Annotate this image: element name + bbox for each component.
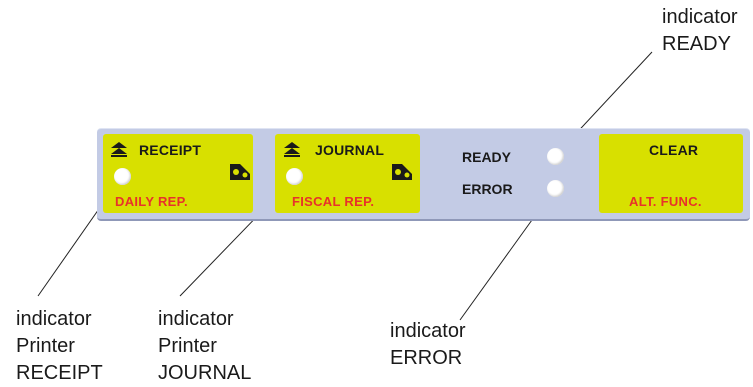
ready-indicator [547,148,564,165]
clear-label: CLEAR [649,142,699,158]
ready-callout-line2: READY [662,33,731,55]
double-up-arrow-icon [111,142,127,157]
receipt-callout-line1: indicator [16,308,92,330]
error-callout-line2: ERROR [390,347,463,369]
journal-callout-line1: indicator [158,308,234,330]
journal-label: JOURNAL [315,142,385,158]
paper-roll-icon [392,164,412,180]
journal-key[interactable]: JOURNAL FISCAL REP. [275,134,420,213]
error-callout-line1: indicator [390,320,466,342]
journal-printer-indicator [286,168,303,185]
ready-callout-line1: indicator [662,6,738,28]
paper-roll-icon [230,164,250,180]
receipt-key[interactable]: RECEIPT DAILY REP. [103,134,253,213]
journal-callout-line2: Printer [158,335,217,357]
daily-rep-label: DAILY REP. [115,194,188,209]
receipt-callout-line3: RECEIPT [16,362,103,384]
receipt-callout: indicator Printer RECEIPT [16,306,103,387]
double-up-arrow-icon [284,142,300,157]
journal-callout-line3: JOURNAL [158,362,252,384]
fiscal-rep-label: FISCAL REP. [292,194,375,209]
receipt-printer-indicator [114,168,131,185]
alt-func-label: ALT. FUNC. [629,194,702,209]
journal-callout: indicator Printer JOURNAL [158,306,251,387]
error-indicator [547,180,564,197]
receipt-label: RECEIPT [139,142,202,158]
ready-label: READY [462,149,512,165]
error-callout: indicator ERROR [390,318,466,372]
error-label: ERROR [462,181,513,197]
keypad-panel: RECEIPT DAILY REP. JOURNAL FISCAL REP. R… [97,128,750,221]
ready-callout: indicator READY [662,4,738,58]
clear-key[interactable]: CLEAR ALT. FUNC. [599,134,743,213]
receipt-callout-line2: Printer [16,335,75,357]
